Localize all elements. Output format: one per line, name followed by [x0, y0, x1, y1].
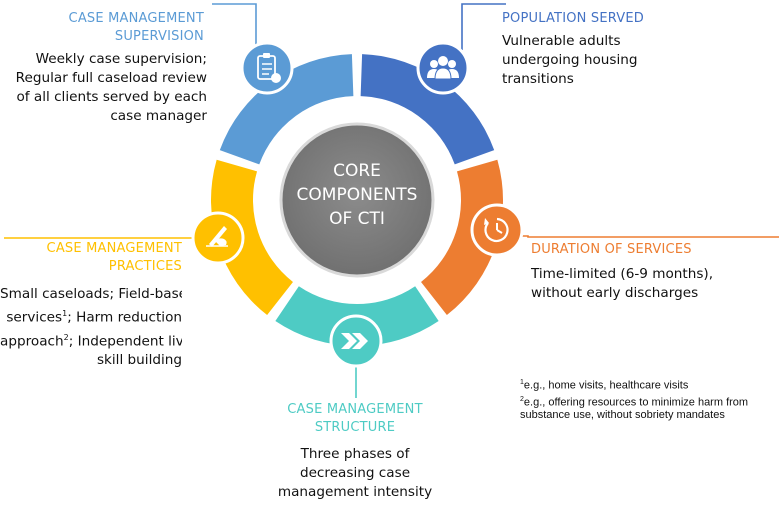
- population-block: POPULATION SERVED Vulnerable adults unde…: [502, 10, 732, 89]
- practices-body-line-2-b: ; Harm reduction: [67, 309, 182, 326]
- structure-block: CASE MANAGEMENT STRUCTURE Three phases o…: [255, 401, 455, 502]
- connector-duration: [520, 235, 779, 238]
- structure-heading-line-1: CASE MANAGEMENT: [287, 402, 423, 417]
- duration-heading-line-1: DURATION OF SERVICES: [531, 242, 692, 257]
- icon-badges: [191, 41, 524, 368]
- structure-heading: CASE MANAGEMENT STRUCTURE: [255, 401, 455, 437]
- duration-body-line-1: Time-limited (6-9 months),: [531, 266, 714, 282]
- connectors: [4, 3, 779, 398]
- supervision-body-line-4: case manager: [110, 108, 207, 124]
- supervision-body-line-1: Weekly case supervision;: [35, 51, 207, 67]
- structure-body-line-2: decreasing case: [299, 465, 411, 481]
- practices-body-text: Small caseloads; Field-based services1; …: [0, 285, 182, 370]
- connector-population: [461, 3, 506, 50]
- footnote-2-mark: 2: [520, 395, 524, 403]
- center-line-1: CORE: [333, 161, 381, 181]
- practices-body-line-2-a: services: [6, 309, 63, 326]
- supervision-body-text: Weekly case supervision; Regular full ca…: [8, 50, 207, 126]
- structure-body-line-1: Three phases of: [300, 446, 410, 462]
- supervision-body-line-2: Regular full caseload review: [15, 70, 207, 86]
- footnote-2-text: e.g., offering resources to minimize har…: [523, 396, 749, 409]
- practices-body-line-3: approach2; Independent living: [0, 328, 182, 352]
- footnote-2-text-cont: substance use, without sobriety mandates: [520, 409, 725, 422]
- practices-heading: CASE MANAGEMENT PRACTICES: [4, 240, 182, 276]
- center-disc: CORE COMPONENTS OF CTI: [279, 122, 435, 278]
- connector-supervision: [212, 3, 257, 50]
- writing-hand-icon: [191, 211, 245, 265]
- footnote-1-mark: 1: [520, 379, 524, 386]
- supervision-heading-line-2: SUPERVISION: [114, 29, 204, 44]
- practices-body-line-2: services1; Harm reduction: [0, 304, 182, 328]
- population-body-line-1: Vulnerable adults: [502, 33, 621, 49]
- footnote-1: 1e.g., home visits, healthcare visits: [520, 376, 778, 393]
- population-heading: POPULATION SERVED: [502, 10, 732, 28]
- practices-heading-line-1: CASE MANAGEMENT: [46, 241, 182, 256]
- footnote-1-text: e.g., home visits, healthcare visits: [523, 379, 689, 392]
- supervision-block: CASE MANAGEMENT SUPERVISION: [20, 10, 204, 46]
- footnote-2: 2e.g., offering resources to minimize ha…: [520, 393, 778, 410]
- duration-block: DURATION OF SERVICES Time-limited (6-9 m…: [531, 241, 771, 303]
- duration-body-line-2: without early discharges: [531, 285, 699, 301]
- structure-body-line-3: management intensity: [277, 484, 433, 500]
- clipboard-icon: [240, 41, 294, 95]
- people-icon: [416, 41, 470, 95]
- duration-heading: DURATION OF SERVICES: [531, 241, 771, 259]
- ring-segment-practices: [210, 159, 293, 316]
- supervision-body: Weekly case supervision; Regular full ca…: [8, 50, 207, 126]
- practices-body: Small caseloads; Field-based services1; …: [0, 285, 182, 370]
- footnote-ref-1: 1: [62, 309, 68, 318]
- structure-body-text: Three phases of decreasing case manageme…: [255, 445, 455, 502]
- center-line-2: COMPONENTS: [297, 185, 418, 205]
- timer-icon: [470, 203, 524, 257]
- practices-body-line-3-b: ; Independent living: [68, 333, 182, 350]
- practices-block: CASE MANAGEMENT PRACTICES: [4, 240, 182, 276]
- center-line-3: OF CTI: [329, 209, 385, 229]
- supervision-body-line-3: of all clients served by each: [16, 89, 207, 105]
- practices-body-line-4: skill building: [96, 352, 182, 369]
- structure-heading-line-2: STRUCTURE: [314, 420, 396, 435]
- population-body-line-3: transitions: [502, 71, 574, 87]
- footnote-ref-2: 2: [63, 332, 69, 342]
- population-body-text: Vulnerable adults undergoing housing tra…: [502, 32, 732, 89]
- practices-body-line-3-a: approach: [0, 333, 64, 350]
- ring-segment-supervision: [219, 54, 354, 165]
- footnotes: 1e.g., home visits, healthcare visits 2e…: [520, 376, 778, 422]
- supervision-heading: CASE MANAGEMENT SUPERVISION: [20, 10, 204, 46]
- duration-body-text: Time-limited (6-9 months), without early…: [531, 265, 771, 303]
- population-body-line-2: undergoing housing: [502, 52, 638, 68]
- chevrons-icon: [329, 314, 383, 368]
- supervision-heading-line-1: CASE MANAGEMENT: [68, 11, 204, 26]
- population-heading-line-1: POPULATION SERVED: [502, 11, 645, 26]
- ring-segment-population: [360, 54, 495, 165]
- practices-body-line-1: Small caseloads; Field-based: [0, 286, 182, 302]
- ring-segment-duration: [421, 159, 503, 316]
- practices-heading-line-2: PRACTICES: [108, 259, 182, 274]
